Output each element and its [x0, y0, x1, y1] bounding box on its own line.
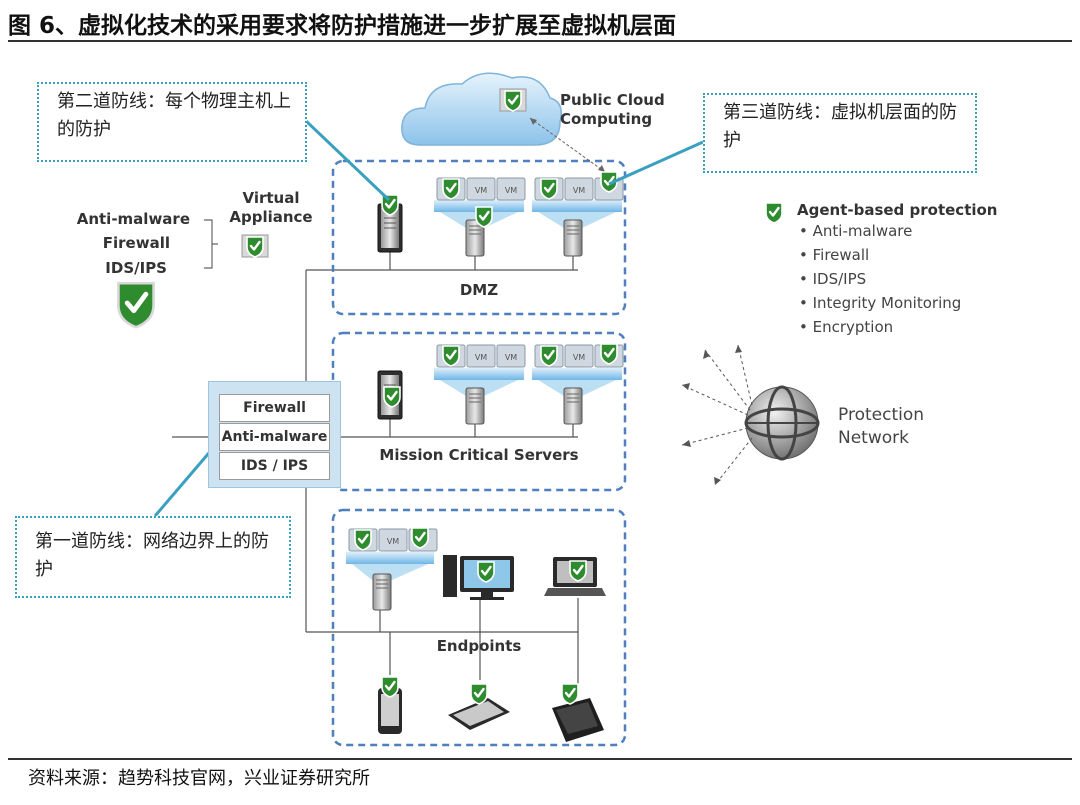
dmz-physical-server: [377, 193, 403, 253]
callout-leader-1: [153, 446, 216, 517]
legend-title: Agent-based protection: [797, 201, 998, 219]
legend-item: • IDS/IPS: [799, 270, 867, 288]
svg-text:VM: VM: [573, 186, 585, 195]
footer-divider: [8, 758, 1072, 760]
monitor-icon: [443, 555, 514, 600]
endpoint-vm-host: VM: [346, 526, 438, 611]
fw-row-firewall: Firewall: [219, 394, 330, 422]
feature-anti-malware: Anti-malware: [76, 210, 190, 228]
callout-leader-2: [303, 118, 391, 202]
cloud-label: Public Cloud Computing: [560, 91, 665, 128]
globe-icon: [744, 385, 820, 461]
zone-label-endpoints: Endpoints: [436, 637, 522, 655]
source-note: 资料来源：趋势科技官网，兴业证券研究所: [28, 768, 370, 789]
svg-text:VM: VM: [573, 353, 585, 362]
feature-firewall: Firewall: [102, 234, 170, 252]
svg-text:VM: VM: [387, 537, 399, 546]
feature-bracket: [204, 219, 218, 269]
svg-text:VM: VM: [505, 186, 517, 195]
fw-row-ids-ips: IDS / IPS: [219, 452, 330, 480]
perimeter-firewall-box: Firewall Anti-malware IDS / IPS: [208, 381, 341, 488]
legend-item: • Firewall: [799, 246, 870, 264]
svg-text:VM: VM: [475, 353, 487, 362]
protection-network-label: Protection Network: [838, 405, 925, 448]
mission-vm-host-1: VM VM: [434, 344, 526, 425]
svg-text:VM: VM: [475, 186, 487, 195]
callout-leader-3: [608, 140, 704, 186]
virtual-appliance-label: Virtual Appliance: [229, 189, 313, 226]
cloud-icon: [401, 72, 562, 146]
laptop-icon: [544, 557, 606, 596]
notebook-icon: [552, 682, 604, 742]
dmz-vm-host-2: VM: [532, 170, 624, 257]
legend-item: • Integrity Monitoring: [799, 294, 962, 312]
legend-item: • Encryption: [799, 318, 894, 336]
tablet-icon: [448, 682, 510, 730]
legend-shield-icon: [764, 201, 784, 225]
shield-check-icon-large: [117, 281, 155, 329]
title-divider: [8, 40, 1072, 42]
dmz-zone: [331, 159, 627, 316]
callout-first-line: 第一道防线：网络边界上的防护: [15, 516, 291, 598]
endpoints-zone: [331, 508, 627, 747]
zone-label-mission: Mission Critical Servers: [379, 446, 579, 464]
svg-text:VM: VM: [505, 353, 517, 362]
fw-row-anti-malware: Anti-malware: [219, 423, 330, 451]
network-arrows: [681, 344, 753, 486]
callout-third-line: 第三道防线：虚拟机层面的防护: [703, 93, 977, 173]
mission-physical-server: [377, 370, 403, 420]
phone-icon: [378, 675, 402, 734]
virtual-appliance-icon: [241, 234, 269, 259]
legend-item: • Anti-malware: [799, 222, 913, 240]
zone-label-dmz: DMZ: [459, 281, 499, 299]
mission-vm-host-2: VM: [532, 342, 624, 425]
feature-ids-ips: IDS/IPS: [105, 259, 167, 277]
cloud-link: [529, 117, 606, 173]
dmz-vm-host-1: VM VM: [434, 177, 526, 257]
figure-title: 图 6、虚拟化技术的采用要求将防护措施进一步扩展至虚拟机层面: [8, 13, 677, 39]
callout-second-line: 第二道防线：每个物理主机上的防护: [37, 82, 307, 162]
